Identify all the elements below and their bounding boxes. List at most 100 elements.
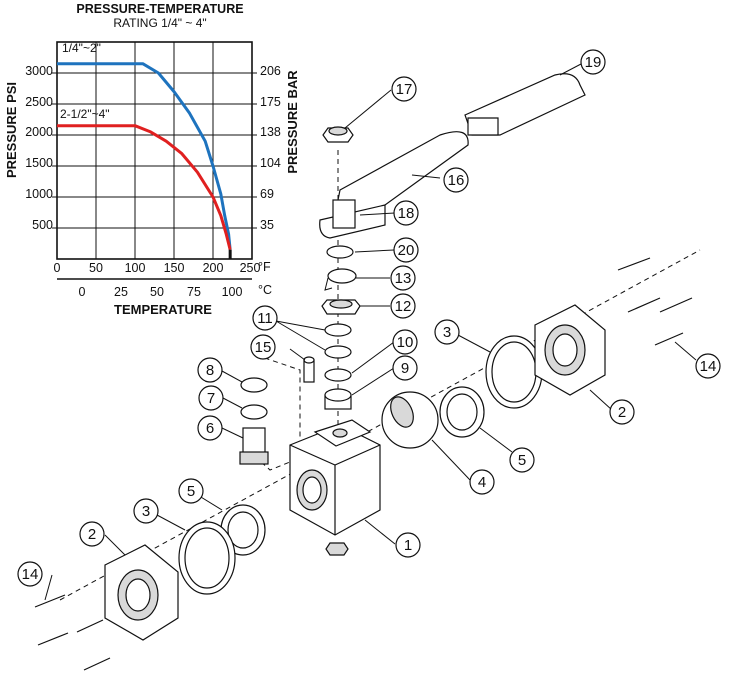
c-tick: 50 bbox=[150, 285, 164, 299]
callout-3: 3 bbox=[434, 319, 460, 345]
c-tick: 0 bbox=[79, 285, 86, 299]
psi-tick: 500 bbox=[32, 218, 53, 232]
callout-number: 5 bbox=[518, 452, 526, 469]
bar-tick: 175 bbox=[260, 95, 281, 109]
series-line-1 bbox=[57, 62, 232, 250]
callout-number: 19 bbox=[585, 54, 602, 71]
callout-17: 17 bbox=[391, 76, 417, 102]
callout-number: 9 bbox=[401, 360, 409, 377]
chart-title-line1: PRESSURE-TEMPERATURE bbox=[76, 2, 243, 16]
seal-washer bbox=[240, 377, 268, 393]
lock-tab bbox=[324, 268, 357, 291]
callout-number: 5 bbox=[187, 483, 195, 500]
lock-device bbox=[239, 427, 269, 465]
callout-number: 17 bbox=[396, 81, 413, 98]
chart-grid bbox=[52, 42, 257, 259]
plot-frame bbox=[56, 41, 253, 260]
bar-tick-labels: 206 175 138 104 69 35 bbox=[260, 64, 281, 232]
callout-2: 2 bbox=[609, 399, 635, 425]
celsius-unit: °C bbox=[258, 283, 272, 297]
f-tick: 150 bbox=[164, 261, 185, 275]
series-label-2: 2-1/2"~4" bbox=[60, 107, 110, 121]
callout-14: 14 bbox=[695, 353, 721, 379]
callout-number: 14 bbox=[22, 566, 39, 583]
stem-gland bbox=[324, 368, 352, 382]
f-tick: 0 bbox=[54, 261, 61, 275]
callout-4: 4 bbox=[469, 469, 495, 495]
callout-number: 4 bbox=[478, 474, 486, 491]
f-tick: 250 bbox=[240, 261, 261, 275]
psi-tick: 1000 bbox=[25, 187, 53, 201]
bar-tick: 35 bbox=[260, 218, 274, 232]
callout-9: 9 bbox=[392, 355, 418, 381]
pressure-temperature-chart: PRESSURE-TEMPERATURE RATING 1/4" ~ 4" PR… bbox=[4, 2, 300, 317]
c-tick: 75 bbox=[187, 285, 201, 299]
callout-number: 10 bbox=[397, 334, 414, 351]
callout-number: 15 bbox=[255, 339, 272, 356]
lever-handle bbox=[319, 131, 469, 239]
callout-18: 18 bbox=[393, 200, 419, 226]
o-ring bbox=[240, 404, 268, 420]
stem-washer bbox=[326, 245, 354, 259]
callout-number: 7 bbox=[207, 390, 215, 407]
y-axis-title-psi: PRESSURE PSI bbox=[4, 82, 19, 178]
valve-body bbox=[289, 419, 381, 536]
chart-title-line2: RATING 1/4" ~ 4" bbox=[113, 16, 206, 30]
end-cap-left bbox=[104, 544, 179, 641]
callout-number: 12 bbox=[395, 298, 412, 315]
stem-packing bbox=[324, 388, 352, 410]
callout-16: 16 bbox=[443, 167, 469, 193]
callout-5: 5 bbox=[178, 478, 204, 504]
fahrenheit-tick-labels: 0 50 100 150 200 250 bbox=[54, 261, 261, 275]
end-cap-right bbox=[534, 304, 606, 396]
f-tick: 100 bbox=[125, 261, 146, 275]
bolts-right bbox=[617, 257, 693, 346]
celsius-tick-labels: 0 25 50 75 100 bbox=[79, 285, 243, 299]
main-axis-centerline bbox=[59, 249, 701, 601]
y-axis-title-bar: PRESSURE BAR bbox=[285, 70, 300, 174]
callout-number: 16 bbox=[448, 172, 465, 189]
psi-tick: 2500 bbox=[25, 95, 53, 109]
stop-pin bbox=[303, 356, 315, 383]
callout-number: 20 bbox=[398, 242, 415, 259]
callout-19: 19 bbox=[580, 49, 606, 75]
callout-13: 13 bbox=[390, 265, 416, 291]
callout-8: 8 bbox=[197, 357, 223, 383]
callout-6: 6 bbox=[197, 415, 223, 441]
f-tick: 200 bbox=[203, 261, 224, 275]
psi-tick: 2000 bbox=[25, 125, 53, 139]
callout-number: 8 bbox=[206, 362, 214, 379]
series-line-2 bbox=[57, 124, 232, 251]
callout-5: 5 bbox=[509, 447, 535, 473]
chart-series bbox=[57, 62, 232, 259]
callout-2: 2 bbox=[79, 521, 105, 547]
callout-3: 3 bbox=[133, 498, 159, 524]
series-label-1: 1/4"~2" bbox=[62, 41, 101, 55]
callout-leaders bbox=[44, 63, 697, 601]
callout-number: 13 bbox=[395, 270, 412, 287]
callout-14: 14 bbox=[17, 561, 43, 587]
psi-tick: 1500 bbox=[25, 156, 53, 170]
callout-20: 20 bbox=[393, 237, 419, 263]
callout-7: 7 bbox=[198, 385, 224, 411]
callout-number: 6 bbox=[206, 420, 214, 437]
bolts-left bbox=[34, 594, 111, 671]
x-axis-title: TEMPERATURE bbox=[114, 302, 212, 317]
callout-number: 18 bbox=[398, 205, 415, 222]
packing-nut bbox=[321, 299, 361, 315]
psi-tick-labels: 3000 2500 2000 1500 1000 500 bbox=[25, 64, 53, 232]
handle-grip-sleeve bbox=[464, 73, 586, 136]
c-tick: 25 bbox=[114, 285, 128, 299]
fahrenheit-unit: °F bbox=[258, 260, 271, 274]
callout-12: 12 bbox=[390, 293, 416, 319]
callout-number: 2 bbox=[88, 526, 96, 543]
ball bbox=[381, 391, 439, 449]
callout-number: 3 bbox=[443, 324, 451, 341]
callout-1: 1 bbox=[395, 532, 421, 558]
part-callouts: 1 2 2 3 3 4 5 5 6 7 8 9 10 11 12 13 14 1… bbox=[17, 49, 721, 587]
callout-number: 1 bbox=[404, 537, 412, 554]
handle-nut bbox=[322, 126, 354, 143]
belleville-washer-b bbox=[324, 345, 352, 359]
callout-number: 2 bbox=[618, 404, 626, 421]
